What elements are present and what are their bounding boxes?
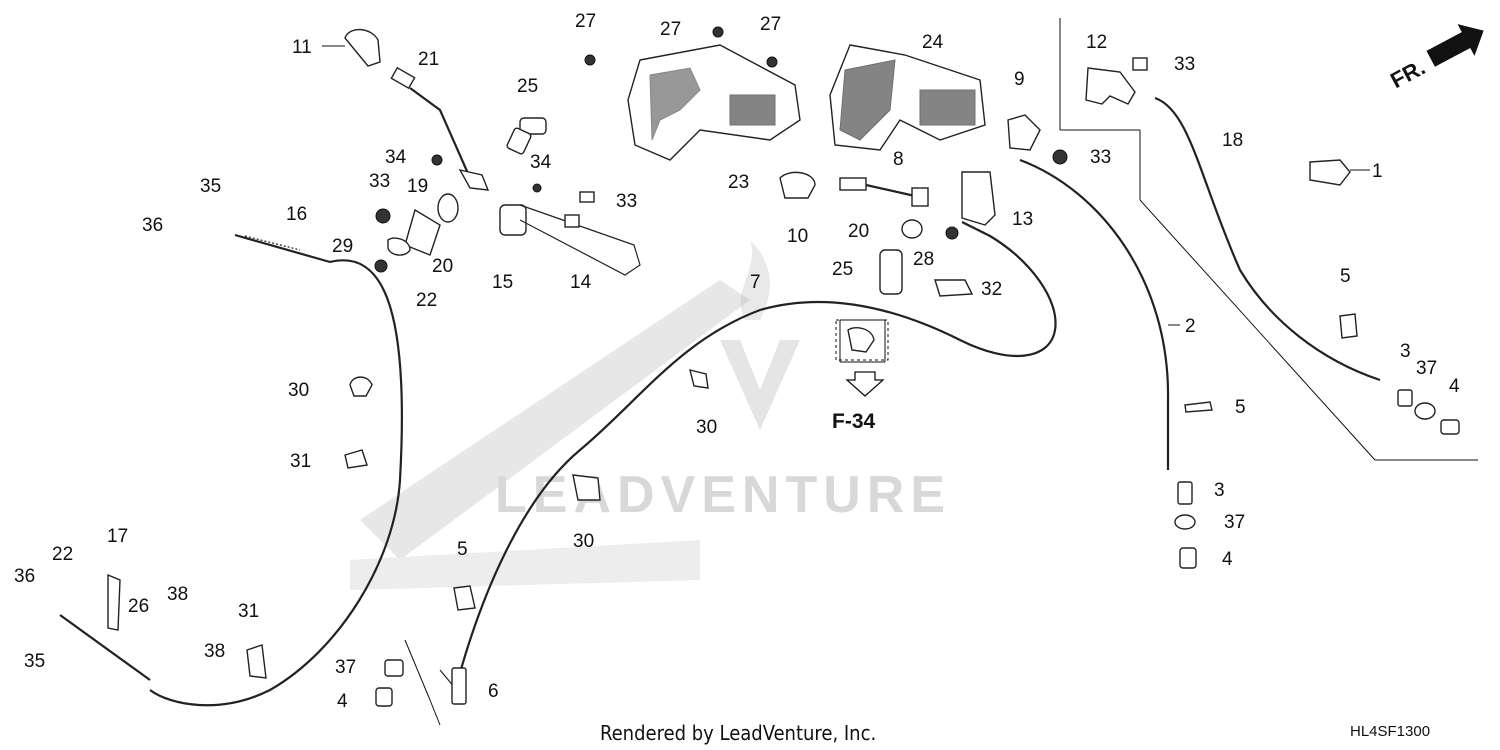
callout-32: 32: [981, 279, 1002, 300]
knob-10: [779, 171, 816, 199]
watermark-dots: [350, 280, 750, 590]
callout-30-left: 30: [288, 380, 309, 401]
callout-2: 2: [1185, 316, 1196, 337]
callout-15: 15: [492, 272, 513, 293]
callout-30-mid: 30: [696, 417, 717, 438]
callout-14: 14: [570, 272, 592, 293]
callout-35-bottom: 35: [24, 651, 45, 672]
callout-25-top: 25: [517, 76, 538, 97]
watermark-text: LEADVENTURE: [495, 466, 951, 524]
callout-5-mid: 5: [1235, 397, 1246, 418]
callout-38-top: 38: [167, 584, 188, 605]
section-reference-label: F-34: [832, 410, 876, 433]
callout-33-mid: 33: [616, 191, 637, 212]
callouts: 1 2 3 3 4 4 4 5 5 5 6 7 8 9 10 11 12 13 …: [14, 11, 1460, 712]
lever-21: [390, 66, 490, 191]
callout-38-bottom: 38: [204, 641, 225, 662]
cable-18: [1154, 96, 1381, 382]
bracket-13: [961, 171, 996, 226]
front-indicator: FR.: [1386, 24, 1484, 93]
callout-3-mid: 3: [1214, 480, 1225, 501]
bolt-25-mid: [879, 249, 903, 295]
credit-text: Rendered by LeadVenture, Inc.: [600, 721, 876, 745]
front-indicator-label: FR.: [1386, 54, 1429, 93]
cable-16: [149, 233, 403, 707]
callout-20-left: 20: [432, 256, 453, 277]
callout-24: 24: [922, 32, 944, 53]
spring-20-mid: [901, 219, 923, 239]
section-reference-f34: F-34: [832, 319, 889, 433]
callout-34-mid: 34: [530, 152, 552, 173]
grommet-32: [934, 279, 974, 297]
callout-33-left: 33: [369, 171, 390, 192]
callout-4-mid: 4: [1222, 549, 1233, 570]
callout-34-left: 34: [385, 147, 407, 168]
spring-parts-19-29: [374, 193, 459, 273]
callout-31-top: 31: [290, 451, 311, 472]
callout-17: 17: [107, 526, 128, 547]
callout-18: 18: [1222, 130, 1243, 151]
callout-33-right: 33: [1090, 147, 1111, 168]
callout-13: 13: [1012, 209, 1033, 230]
cable-17: [59, 573, 151, 681]
knob-11: [344, 28, 381, 67]
callout-26: 26: [128, 596, 149, 617]
callout-27-right: 27: [760, 14, 781, 35]
callout-22-top: 22: [416, 290, 437, 311]
callout-5-bottom: 5: [457, 539, 468, 560]
callout-37-mid: 37: [1224, 512, 1245, 533]
callout-6: 6: [488, 681, 499, 702]
callout-37-right: 37: [1416, 358, 1437, 379]
callout-36-top: 36: [142, 215, 163, 236]
callout-23: 23: [728, 172, 749, 193]
screws-33-34-27: [431, 26, 1148, 240]
callout-25-mid: 25: [832, 259, 853, 280]
callout-11: 11: [292, 37, 312, 58]
bolt-25-top: [506, 117, 547, 155]
watermark: LEADVENTURE: [350, 240, 951, 590]
cable-2: [1019, 158, 1170, 470]
callout-19: 19: [407, 176, 428, 197]
diagram-code: HL4SF1300: [1350, 723, 1430, 740]
callout-5-right: 5: [1340, 266, 1351, 287]
callout-29: 29: [332, 236, 353, 257]
switch-8: [839, 177, 929, 207]
callout-7: 7: [750, 272, 761, 293]
callout-35-top: 35: [200, 176, 221, 197]
callout-20-mid: 20: [848, 221, 869, 242]
callout-3-right: 3: [1400, 341, 1411, 362]
callout-27-left: 27: [575, 11, 596, 32]
callout-27-mid: 27: [660, 19, 681, 40]
callout-22-bottom: 22: [52, 544, 73, 565]
callout-9: 9: [1014, 69, 1025, 90]
callout-1: 1: [1372, 161, 1383, 182]
callout-28: 28: [913, 249, 934, 270]
callout-12: 12: [1086, 32, 1107, 53]
callout-31-bottom: 31: [238, 601, 259, 622]
shift-panel-23: [627, 44, 801, 161]
callout-16: 16: [286, 204, 307, 225]
lower-parts: [246, 313, 1460, 707]
callout-10: 10: [787, 226, 808, 247]
callout-4-bottom: 4: [337, 691, 348, 712]
callout-8: 8: [893, 149, 904, 170]
bracket-9: [1007, 114, 1041, 151]
callout-30-bottom: 30: [573, 531, 594, 552]
bracket-12: [1085, 67, 1136, 105]
callout-37-bottom: 37: [335, 657, 356, 678]
callout-4-right: 4: [1449, 376, 1460, 397]
leader-lines: [322, 18, 1478, 726]
bracket-15-14: [499, 204, 641, 276]
watermark-flame-logo: [720, 240, 800, 430]
clip-1: [1309, 159, 1351, 186]
callout-36-bottom: 36: [14, 566, 35, 587]
shift-panel-24: [829, 44, 986, 151]
callout-21: 21: [418, 49, 439, 70]
callout-33-topright: 33: [1174, 54, 1195, 75]
